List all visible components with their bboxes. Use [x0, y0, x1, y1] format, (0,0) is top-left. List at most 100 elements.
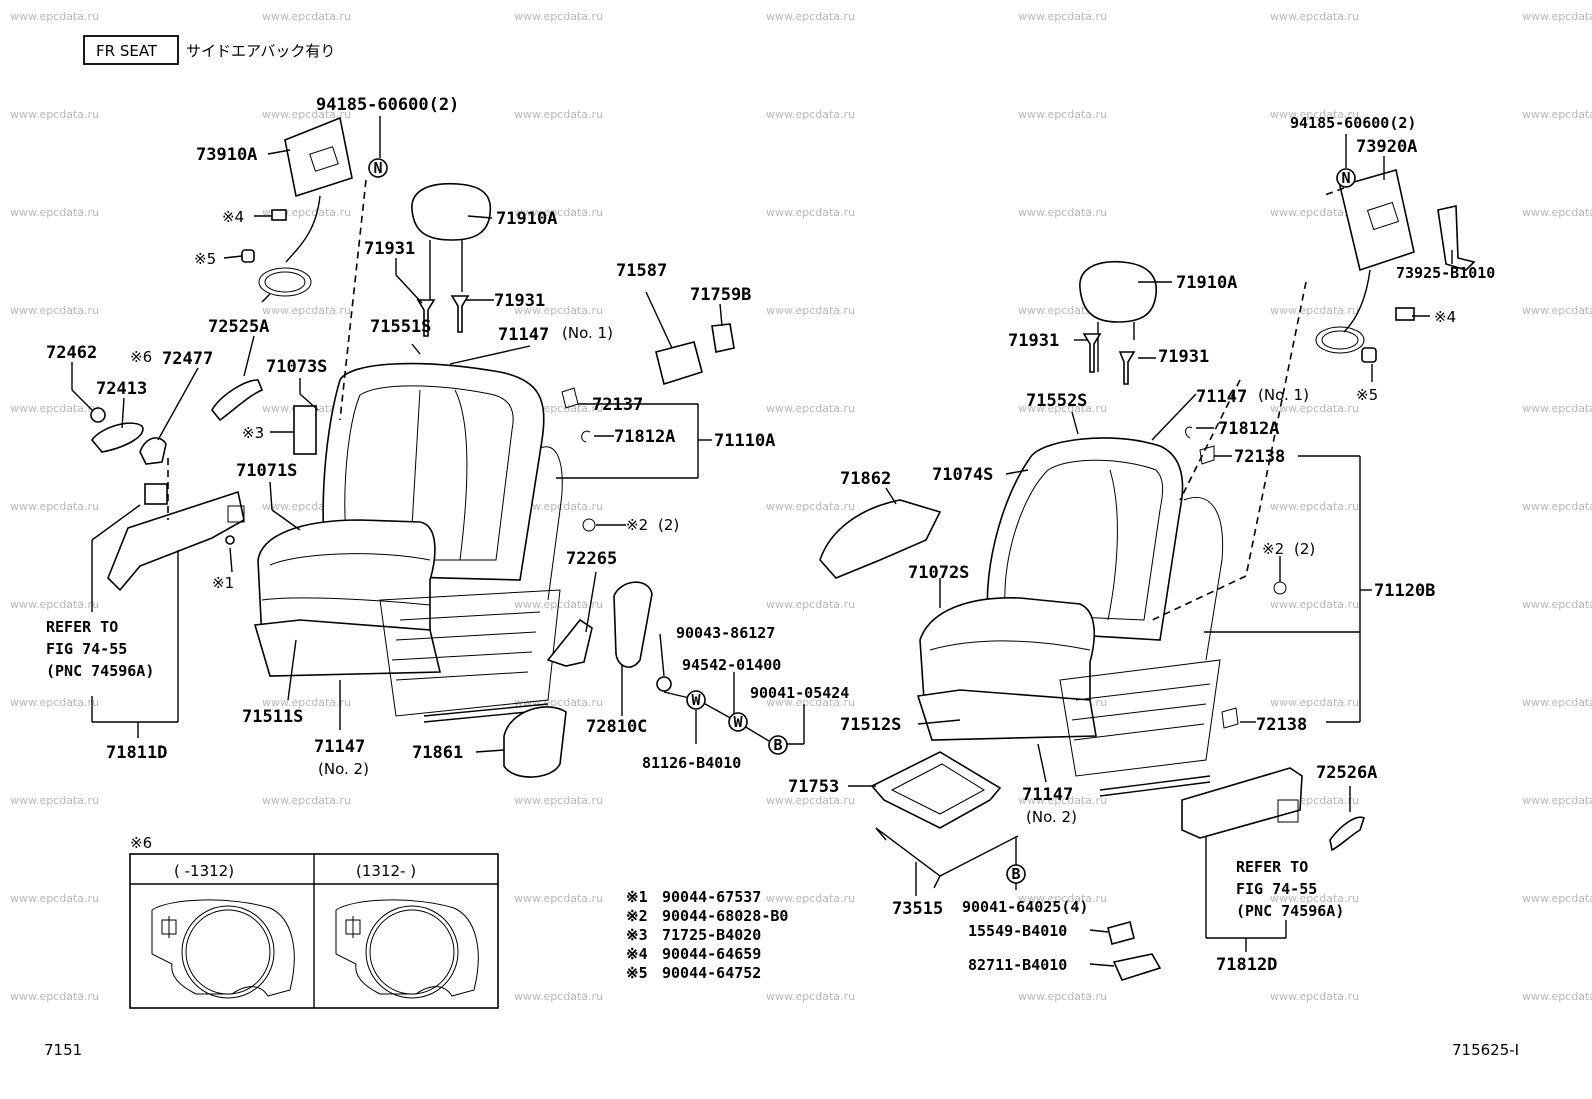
label-71861: 71861: [412, 743, 463, 763]
label-71931-left-2: 71931: [494, 291, 545, 311]
label-71812d: 71812D: [1216, 955, 1277, 975]
watermark-text: www.epcdata.ru: [10, 598, 99, 611]
pad-note3-left-icon: [293, 405, 317, 455]
watermark-text: www.epcdata.ru: [1270, 108, 1359, 121]
label-71147-right-no2-sub: (No. 2): [1026, 808, 1077, 826]
label-note2-left-qty: (2): [658, 516, 679, 534]
tray-71753-icon: [870, 751, 1002, 829]
right-seat-illustration: [819, 168, 1476, 981]
label-71147-right-no1: 71147: [1196, 387, 1247, 407]
label-refer-left-3: (PNC 74596A): [46, 662, 154, 680]
watermark-text: www.epcdata.ru: [10, 892, 99, 905]
note-1-mark: ※1: [626, 888, 648, 906]
label-71759b: 71759B: [690, 285, 751, 305]
watermark-text: www.epcdata.ru: [1270, 892, 1359, 905]
watermark-text: www.epcdata.ru: [766, 598, 855, 611]
clip-71759b-icon: [711, 323, 735, 353]
label-90041-64025: 90041-64025(4): [962, 898, 1088, 916]
label-72137: 72137: [592, 395, 643, 415]
label-note4-right: ※4: [1434, 308, 1456, 326]
callout-b-right: B: [1011, 865, 1020, 883]
watermark-text: www.epcdata.ru: [514, 108, 603, 121]
watermark-text: www.epcdata.ru: [262, 696, 351, 709]
watermark-text: www.epcdata.ru: [766, 304, 855, 317]
clip-note4-left-icon: [271, 209, 287, 221]
inset-left-cover-icon: [151, 899, 295, 997]
label-72477: 72477: [162, 349, 213, 369]
label-71587: 71587: [616, 261, 667, 281]
inset-right-header: (1312- ): [356, 862, 416, 880]
watermark-text: www.epcdata.ru: [10, 108, 99, 121]
watermark-text: www.epcdata.ru: [766, 500, 855, 513]
inset-left-header: ( -1312): [174, 862, 234, 880]
callout-w-2: W: [733, 713, 743, 731]
watermark-text: www.epcdata.ru: [1018, 402, 1107, 415]
label-71511s: 71511S: [242, 707, 303, 727]
watermark-text: www.epcdata.ru: [1018, 892, 1107, 905]
inset-title: ※6: [130, 834, 152, 852]
clip-note4-right-icon: [1395, 307, 1415, 321]
watermark-text: www.epcdata.ru: [1270, 598, 1359, 611]
callouts: N N W W B B: [368, 158, 1356, 884]
label-72138-b: 72138: [1256, 715, 1307, 735]
cover-71861-icon: [503, 706, 567, 778]
label-72413: 72413: [96, 379, 147, 399]
bracket-73925-icon: [1437, 205, 1476, 271]
watermark-text: www.epcdata.ru: [10, 990, 99, 1003]
label-note6-left: ※6: [130, 348, 152, 366]
watermark-text: www.epcdata.ru: [1522, 402, 1592, 415]
lever-72526a-icon: [1329, 816, 1365, 852]
header-box: [83, 35, 179, 65]
seat-cushion-left: [253, 519, 442, 677]
clip-71812a-left-icon: [581, 430, 591, 443]
note-3-mark: ※3: [626, 926, 648, 944]
cover-72477-icon: [139, 437, 167, 465]
label-71147-right-no1-sub: (No. 1): [1258, 386, 1309, 404]
watermark-text: www.epcdata.ru: [10, 304, 99, 317]
watermark-text: www.epcdata.ru: [1018, 206, 1107, 219]
label-72526a: 72526A: [1316, 763, 1377, 783]
dashed-guide-left: [339, 179, 367, 421]
label-71753: 71753: [788, 777, 839, 797]
clip-note5-left-icon: [241, 249, 255, 263]
pad-icon: [144, 483, 168, 505]
watermark-text: www.epcdata.ru: [766, 990, 855, 1003]
label-73925: 73925-B1010: [1396, 264, 1495, 282]
label-94185-left: 94185-60600(2): [316, 95, 459, 115]
header-subtitle: サイドエアバック有り: [186, 42, 335, 60]
watermark-text: www.epcdata.ru: [766, 696, 855, 709]
watermark-text: www.epcdata.ru: [514, 794, 603, 807]
label-note2-right-qty: (2): [1294, 540, 1315, 558]
label-81126: 81126-B4010: [642, 754, 741, 772]
watermark-text: www.epcdata.ru: [514, 500, 603, 513]
label-refer-right-1: REFER TO: [1236, 858, 1308, 876]
label-72525a: 72525A: [208, 317, 269, 337]
label-71862: 71862: [840, 469, 891, 489]
left-labels: 94185-60600(2) 73910A ※4 ※5 71910A 71931…: [46, 95, 849, 778]
label-71931-left-1: 71931: [364, 239, 415, 259]
knob-72462-icon: [90, 407, 106, 423]
watermark-text: www.epcdata.ru: [514, 892, 603, 905]
lever-72525a-icon: [211, 379, 264, 422]
label-note2-right: ※2: [1262, 540, 1284, 558]
dashed-guide-right-2: [1147, 575, 1247, 623]
watermark-text: www.epcdata.ru: [514, 304, 603, 317]
note-4-mark: ※4: [626, 945, 648, 963]
watermark-text: www.epcdata.ru: [1522, 10, 1592, 23]
pin-71931-r1-icon: [1082, 333, 1102, 373]
label-72810c: 72810C: [586, 717, 647, 737]
inset-note6: ※6 ( -1312) (1312- ): [129, 834, 499, 1009]
washer-note2-left-icon: [582, 518, 596, 532]
wire-73515-icon: [875, 827, 1019, 889]
side-shield-left: [107, 490, 245, 592]
label-15549: 15549-B4010: [968, 922, 1067, 940]
watermark-text: www.epcdata.ru: [1522, 892, 1592, 905]
note-4-part: 90044-64659: [662, 945, 761, 963]
label-71147-right-no2: 71147: [1022, 785, 1073, 805]
label-71910a-left: 71910A: [496, 209, 557, 229]
watermark-text: www.epcdata.ru: [1270, 206, 1359, 219]
right-labels: 94185-60600(2) 73920A 73925-B1010 ※4 ※5 …: [788, 114, 1495, 975]
screw-note1-left-icon: [225, 535, 235, 545]
label-72265: 72265: [566, 549, 617, 569]
label-note5-left: ※5: [194, 250, 216, 268]
